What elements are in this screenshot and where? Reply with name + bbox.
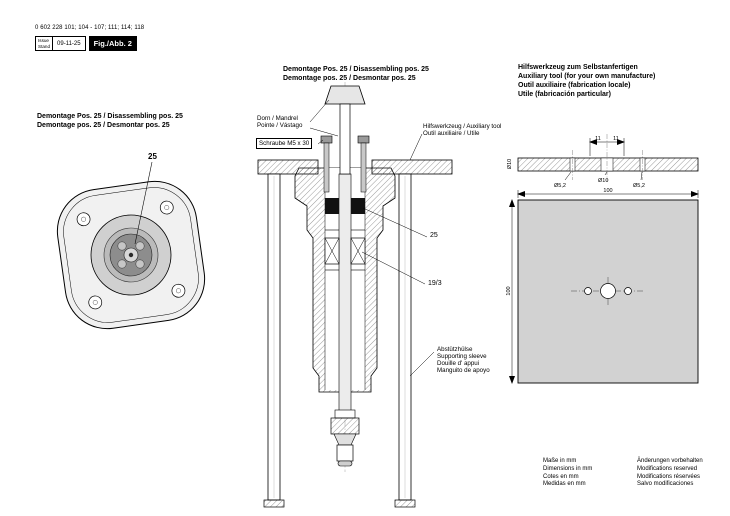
footer-units-line-4: Medidas en mm [543, 481, 586, 488]
aux-tool-label-line-1: Hilfswerkzeug / Auxiliary tool [423, 123, 502, 130]
assembly-section-drawing [257, 82, 453, 508]
footer-modifications: Änderungen vorbehalten Modifications res… [637, 458, 703, 489]
footer-units-line-3: Cotes en mm [543, 473, 579, 480]
ball-bearings-pos-19-3 [324, 229, 366, 271]
flange-bearing-center [90, 214, 172, 296]
mandrel [324, 85, 366, 175]
flange-top-view-drawing: 25 [56, 152, 206, 330]
plate-center-hole [600, 283, 616, 299]
right-view-title-line-4: Utile (fabricación particular) [518, 90, 611, 98]
collet-chuck [330, 409, 360, 467]
issue-date: 09-11-25 [53, 36, 86, 51]
center-view-title: Demontage Pos. 25 / Disassembling pos. 2… [283, 66, 429, 84]
supporting-sleeve-columns [263, 173, 416, 508]
dim-thickness: Ø10 [507, 159, 513, 169]
callout-19-3: 19/3 [428, 280, 442, 287]
left-view-title-line-1: Demontage Pos. 25 / Disassembling pos. 2… [37, 113, 183, 120]
plate-hole-right [624, 287, 632, 295]
sleeve-label-line-4: Manguito de apoyo [437, 367, 490, 375]
center-view-title-line-2: Demontage pos. 25 / Desmontar pos. 25 [283, 74, 416, 82]
flange-callout-leader [134, 161, 153, 245]
footer-units: Maße in mm Dimensions in mm Cotes en mm … [543, 458, 592, 489]
footer-units-line-1: Maße in mm [543, 458, 577, 464]
plate-section-dimensions: 11 11 Ø10 Ø5,2 Ø10 Ø5,2 [507, 136, 645, 189]
figure-badge: Fig./Abb. 2 [88, 36, 137, 51]
left-view-title-line-2: Demontage pos. 25 / Desmontar pos. 25 [37, 121, 170, 129]
footer-mods-line-2: Modifications reserved [637, 465, 698, 472]
seal-rings-pos-25 [325, 198, 365, 214]
part-numbers: 0 602 228 101; 104 - 107; 111; 114; 118 [35, 25, 145, 31]
issue-block: Issue Stand 09-11-25 Fig./Abb. 2 [35, 36, 137, 51]
screws-m5x30 [320, 135, 370, 193]
flange-callout-25: 25 [148, 152, 157, 161]
leader-lines [309, 99, 435, 377]
dim-hole-small-right: Ø5,2 [633, 183, 645, 189]
aux-tool-dimension-drawing: 11 11 Ø10 Ø5,2 Ø10 Ø5,2 100 100 [506, 134, 699, 384]
plate-hole-left [584, 287, 592, 295]
supporting-sleeve-label: Abstützhülse Supporting sleeve Douille d… [437, 346, 490, 375]
dim-plate-height: 100 [506, 286, 512, 295]
mandrel-label-line-2: Pointe / Vástago [257, 122, 303, 130]
dim-hole-small-left: Ø5,2 [554, 183, 566, 189]
sleeve-label-line-2: Supporting sleeve [437, 353, 487, 361]
issue-stand-cell: Issue Stand [35, 36, 54, 51]
plate-plan-view: 100 100 [506, 188, 699, 384]
dim-notch-right: 11 [613, 136, 619, 142]
aux-tool-label-line-2: Outil auxiliaire / Utile [423, 130, 480, 138]
callout-25: 25 [430, 232, 438, 239]
footer-mods-line-4: Salvo modificaciones [637, 481, 694, 488]
stand-label: Stand [38, 43, 51, 49]
sleeve-label-line-3: Douille d' appui [437, 360, 480, 368]
footer-units-line-2: Dimensions in mm [543, 465, 593, 472]
right-view-title-line-3: Outil auxiliaire (fabrication locale) [518, 81, 631, 89]
mandrel-label-line-1: Dorn / Mandrel [257, 115, 298, 122]
left-view-title: Demontage Pos. 25 / Disassembling pos. 2… [37, 113, 183, 131]
dim-hole-center: Ø10 [598, 178, 608, 184]
spindle-shaft [338, 173, 352, 415]
right-view-title: Hilfswerkzeug zum Selbstanfertigen Auxil… [518, 64, 655, 100]
issue-label: Issue [38, 37, 49, 43]
footer-mods-line-3: Modifications réservées [637, 473, 701, 480]
sleeve-label-line-1: Abstützhülse [437, 346, 473, 353]
mandrel-label: Dorn / Mandrel Pointe / Vástago [257, 115, 302, 129]
screw-label-box: Schraube M5 x 30 [256, 138, 313, 149]
dim-notch-left: 11 [595, 136, 601, 142]
dim-plate-width: 100 [603, 188, 612, 194]
plate-section-view [517, 134, 699, 182]
footer-mods-line-1: Änderungen vorbehalten [637, 458, 703, 464]
aux-tool-label: Hilfswerkzeug / Auxiliary tool Outil aux… [423, 123, 501, 137]
right-view-title-line-2: Auxiliary tool (for your own manufacture… [518, 72, 656, 80]
center-view-title-line-1: Demontage Pos. 25 / Disassembling pos. 2… [283, 66, 429, 73]
right-view-title-line-1: Hilfswerkzeug zum Selbstanfertigen [518, 64, 638, 71]
